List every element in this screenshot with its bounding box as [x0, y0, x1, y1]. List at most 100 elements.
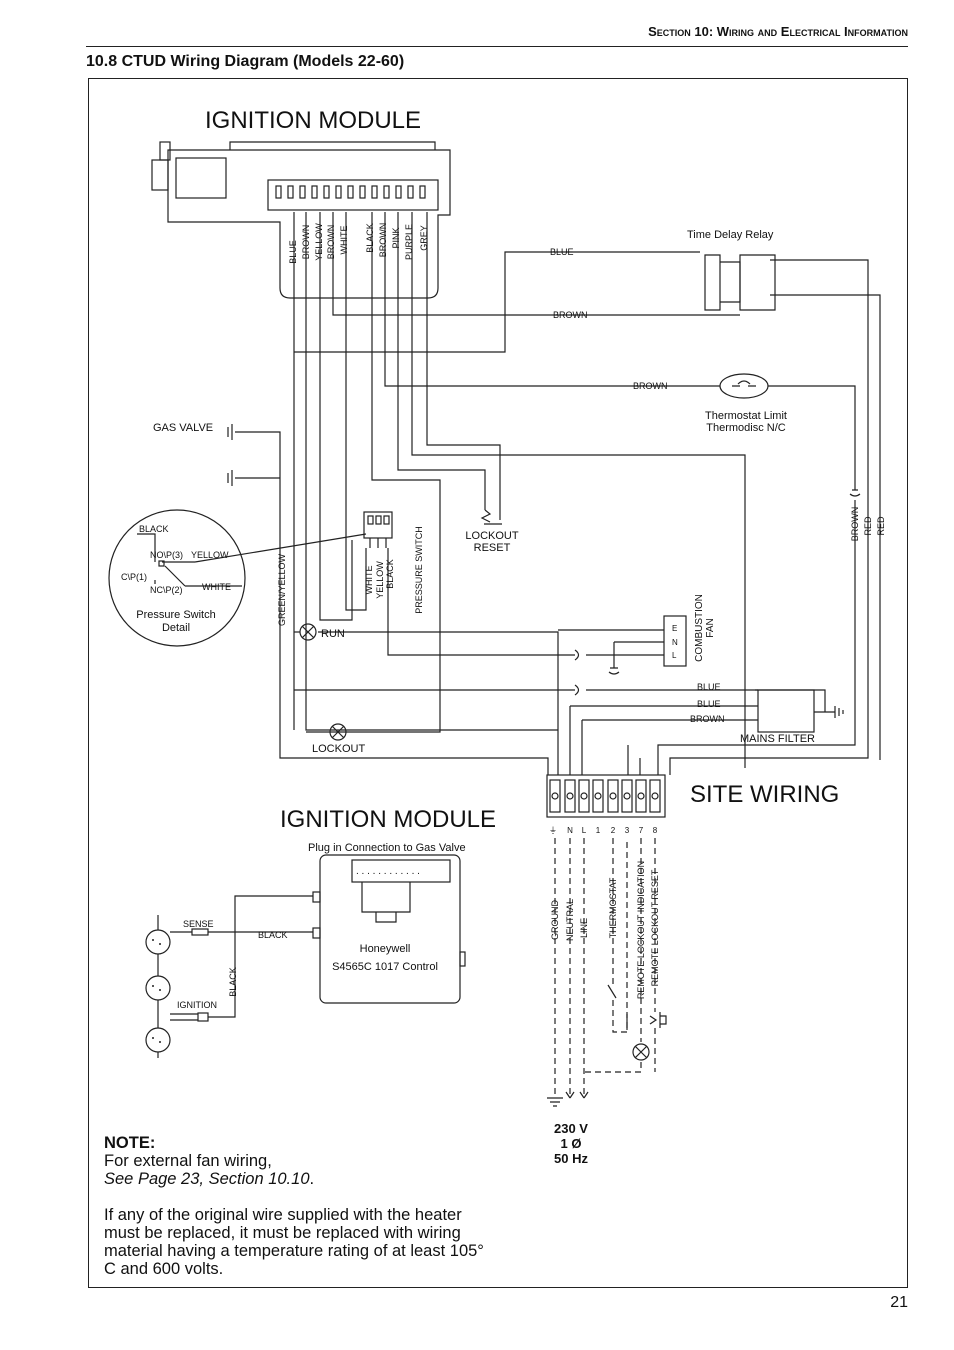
- ps-detail-caption-1: Pressure Switch: [136, 609, 215, 621]
- terminal-screw: [649, 779, 661, 813]
- pressure-switch-detail-circle: [108, 509, 246, 647]
- module-pin: [347, 185, 354, 199]
- pressure-switch-label: PRESSURE SWITCH: [414, 526, 424, 614]
- ps-detail-cp: C\P(1): [121, 572, 147, 582]
- black-label-2: BLACK: [228, 967, 238, 997]
- fan-terminal-n: N: [672, 638, 678, 647]
- module-pin: [275, 185, 282, 199]
- supply-frequency: 50 Hz: [554, 1151, 588, 1166]
- terminal-label-7: 7: [639, 826, 644, 835]
- supply-phase: 1 Ø: [561, 1136, 582, 1151]
- module-wire-label-6: BROWN: [378, 223, 388, 258]
- site-label-remote-lockout-reset: REMOTE LOCKOUT RESET: [650, 869, 660, 986]
- fan-terminal-l: L: [672, 651, 677, 660]
- module-pin: [311, 185, 318, 199]
- module-pin: [299, 185, 306, 199]
- note-line-1: For external fan wiring,: [104, 1152, 272, 1170]
- supply-arrows: [565, 1091, 589, 1099]
- honeywell-control-box: [312, 854, 466, 1004]
- module-pin: [323, 185, 330, 199]
- terminal-screw: [607, 779, 619, 813]
- time-delay-relay-label: Time Delay Relay: [687, 229, 774, 241]
- ps-wire-yellow: YELLOW: [375, 561, 385, 599]
- terminal-label-3: 3: [625, 826, 630, 835]
- note-reference: See Page 23, Section 10.10: [104, 1170, 310, 1188]
- wire-label-blue: BLUE: [550, 247, 574, 257]
- supply-voltage: 230 V: [554, 1121, 588, 1136]
- connector-symbols: [574, 649, 580, 696]
- combustion-fan-line-1: COMBUSTION: [694, 594, 705, 662]
- module-pin: [395, 185, 402, 199]
- module-wire-label-9: GREY: [419, 225, 429, 251]
- combustion-fan-box: [663, 615, 687, 667]
- terminal-label-n: N: [567, 826, 573, 835]
- ps-detail-black: BLACK: [139, 524, 169, 534]
- module-pin: [287, 185, 294, 199]
- terminal-screw: [621, 779, 633, 813]
- module-wire-label-8: PURPLE: [404, 224, 414, 260]
- right-wire-brown: BROWN: [850, 507, 860, 542]
- diagram-frame: [88, 78, 908, 1288]
- sense-label: SENSE: [183, 919, 214, 929]
- module-pin: [419, 185, 426, 199]
- module-pin: [371, 185, 378, 199]
- fan-terminal-e: E: [672, 624, 677, 633]
- fan-ground-symbol: [608, 667, 620, 675]
- gas-valve-terminals: [227, 424, 233, 486]
- terminal-label-l: L: [582, 826, 587, 835]
- lockout-reset-line-1: LOCKOUT: [465, 530, 518, 542]
- ps-detail-white: WHITE: [202, 582, 231, 592]
- lockout-label: LOCKOUT: [312, 743, 365, 755]
- filter-wire-brown: BROWN: [690, 714, 725, 724]
- ps-detail-yellow: YELLOW: [191, 550, 229, 560]
- header-rule: [86, 46, 908, 47]
- terminal-label-2: 2: [611, 826, 616, 835]
- lockout-reset-switch: [480, 505, 502, 525]
- module-pin: [335, 185, 342, 199]
- module-wire-label-7: PINK: [391, 227, 401, 248]
- site-label-remote-lockout-indication: REMOTE LOCKOUT INDICATION: [636, 861, 646, 999]
- pressure-switch-detail-wires: [137, 533, 367, 587]
- site-label-ground: GROUND: [550, 900, 560, 940]
- sense-resistor: [191, 928, 209, 936]
- header-section-prefix: Section 10:: [648, 24, 714, 39]
- module-title-2: IGNITION MODULE: [280, 806, 496, 833]
- honeywell-line-2: S4565C 1017 Control: [332, 961, 438, 973]
- site-label-neutral: NEUTRAL: [565, 899, 575, 941]
- site-dashed-wires: [554, 838, 656, 1098]
- right-wire-red-1: RED: [863, 516, 873, 536]
- header-section-title: Wiring and Electrical Information: [716, 24, 908, 39]
- terminal-screw: [635, 779, 647, 813]
- module-wire-label-0: BLUE: [288, 240, 298, 264]
- right-wire-red-2: RED: [876, 516, 886, 536]
- terminal-block: [546, 774, 666, 818]
- green-yellow-label: GREEN/YELLOW: [277, 553, 287, 626]
- pressure-switch-connector: [363, 511, 393, 548]
- lockout-reset-line-2: RESET: [474, 542, 511, 554]
- module-pin: [383, 185, 390, 199]
- ps-detail-nc: NC\P(2): [150, 585, 183, 595]
- terminal-screw: [578, 779, 590, 813]
- sense-wire: [170, 895, 313, 933]
- pressure-switch-contact: [158, 560, 165, 567]
- note-block: NOTE: For external fan wiring, See Page …: [104, 1134, 484, 1278]
- remote-lockout-lamp-icon: [632, 1043, 650, 1061]
- mains-filter-label: MAINS FILTER: [740, 733, 815, 745]
- combustion-fan-line-2: FAN: [705, 618, 716, 637]
- lockout-lamp-icon: [329, 723, 347, 741]
- module-wire-label-4: WHITE: [339, 226, 349, 255]
- honeywell-line-1: Honeywell: [360, 943, 411, 955]
- thermostat-limit-line-1: Thermostat Limit: [705, 410, 787, 422]
- run-lamp-icon: [299, 623, 317, 641]
- terminal-label-8: 8: [653, 826, 658, 835]
- plug-dots: . . . . . . . . . . . .: [356, 866, 420, 877]
- ignition-module-body: [151, 141, 451, 299]
- ignition-label: IGNITION: [177, 1000, 217, 1010]
- ignition-connector: [197, 1012, 209, 1022]
- note-paragraph: If any of the original wire supplied wit…: [104, 1206, 484, 1278]
- note-reference-end: .: [309, 1170, 315, 1188]
- ignition-wire: [170, 932, 236, 1021]
- run-label: RUN: [321, 628, 345, 640]
- electrode-icons: [145, 915, 171, 1058]
